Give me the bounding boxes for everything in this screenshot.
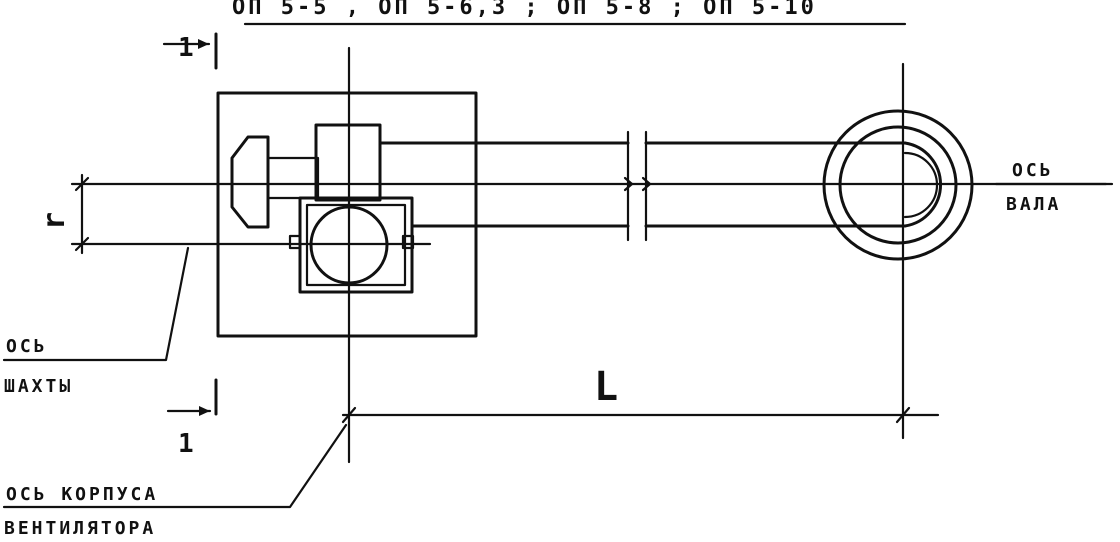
motor-body <box>230 135 270 229</box>
section-mark-top: 1 <box>178 33 197 63</box>
arrowhead-bottom <box>199 406 210 416</box>
dim-L-tick-right <box>895 406 911 424</box>
fan-axis-label-1: ОСЬ <box>1012 160 1054 181</box>
casing-axis-label-2: ВЕНТИЛЯТОРА <box>4 518 156 539</box>
foundation-outline <box>216 91 478 338</box>
dim-L-tick-left <box>341 406 357 424</box>
section-mark-bottom: 1 <box>178 429 197 459</box>
fan-axis-label-2: ВАЛА <box>1006 194 1061 215</box>
shaft-axis-label-2: ШАХТЫ <box>4 376 73 397</box>
leader-casing-axis <box>2 423 348 509</box>
dim-r-tick-bottom <box>74 236 90 252</box>
housing-lug-left <box>288 234 302 250</box>
models-title: ОП 5-5 , ОП 5-6,3 ; ОП 5-8 ; ОП 5-10 <box>232 0 817 20</box>
housing-lug-right <box>401 234 415 250</box>
dim-r-label: r <box>37 209 72 230</box>
dim-r-tick-top <box>74 176 90 192</box>
motor-coupling <box>266 156 320 200</box>
leader-shaft-axis <box>2 246 190 362</box>
arrowhead-top <box>198 39 209 49</box>
shaft-axis-label-1: ОСЬ <box>6 336 48 357</box>
dim-L-label: L <box>594 364 621 410</box>
casing-axis-label-1: ОСЬ КОРПУСА <box>6 484 158 505</box>
